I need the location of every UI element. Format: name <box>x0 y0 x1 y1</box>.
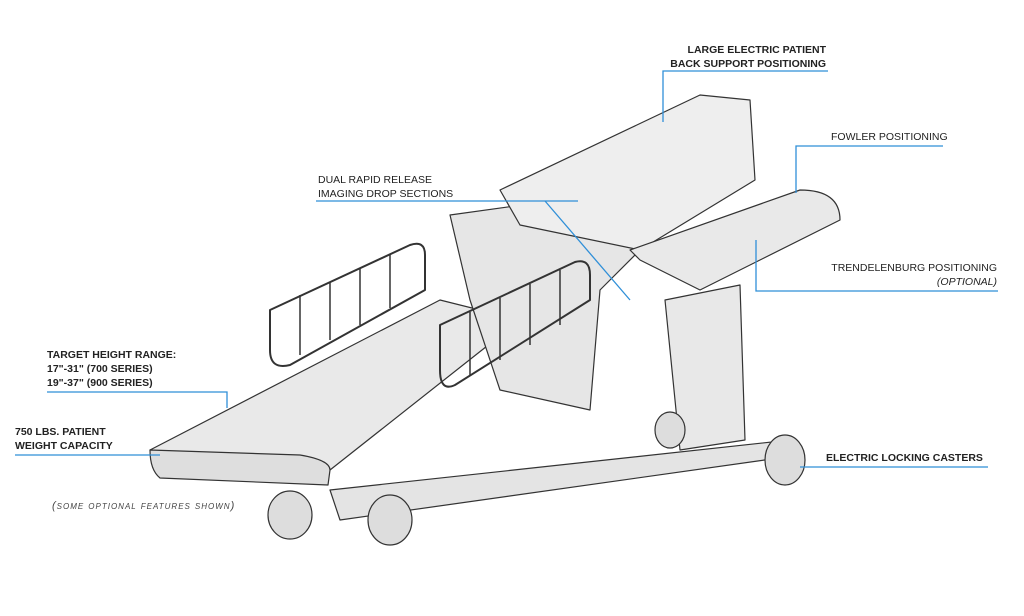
leader-imaging-diagonal <box>544 200 631 301</box>
callout-line: 19"-37" (900 SERIES) <box>47 377 153 389</box>
lift-column <box>664 284 746 451</box>
leader-lines <box>15 70 998 468</box>
caster-back-left <box>654 411 686 449</box>
caster-back-right <box>764 434 806 486</box>
optional-features-note: (some optional features shown) <box>52 500 236 512</box>
fowler-section <box>629 189 841 291</box>
callout-back-support: LARGE ELECTRIC PATIENT BACK SUPPORT POSI… <box>670 43 826 71</box>
back-support <box>499 94 756 251</box>
callout-casters: ELECTRIC LOCKING CASTERS <box>826 452 983 464</box>
callout-line: DUAL RAPID RELEASE <box>318 174 432 186</box>
siderail-right <box>439 260 591 388</box>
callout-line: BACK SUPPORT POSITIONING <box>670 58 826 70</box>
siderail-left <box>269 242 426 367</box>
caster-front-left <box>267 490 313 540</box>
callout-line: TRENDELENBURG POSITIONING <box>831 262 997 274</box>
leader-back-support <box>662 70 828 122</box>
leader-height <box>47 391 228 408</box>
callout-line: 750 LBS. PATIENT <box>15 426 106 438</box>
callout-weight: 750 LBS. PATIENT WEIGHT CAPACITY <box>15 425 113 453</box>
callout-line: TARGET HEIGHT RANGE: <box>47 349 177 361</box>
callout-height: TARGET HEIGHT RANGE: 17"-31" (700 SERIES… <box>47 348 176 390</box>
callout-line: IMAGING DROP SECTIONS <box>318 188 454 200</box>
leg-section-edge <box>149 449 331 486</box>
callout-line: LARGE ELECTRIC PATIENT <box>687 44 826 56</box>
callout-fowler: FOWLER POSITIONING <box>831 131 948 143</box>
callout-imaging: DUAL RAPID RELEASE IMAGING DROP SECTIONS <box>318 173 453 201</box>
caster-front-right <box>367 494 413 546</box>
callout-line: (OPTIONAL) <box>936 276 997 288</box>
leader-fowler <box>795 145 943 193</box>
callout-trendelenburg: TRENDELENBURG POSITIONING (OPTIONAL) <box>831 261 997 289</box>
callout-line: 17"-31" (700 SERIES) <box>47 363 153 375</box>
callout-line: WEIGHT CAPACITY <box>15 440 113 452</box>
leader-trendelenburg <box>755 240 998 292</box>
